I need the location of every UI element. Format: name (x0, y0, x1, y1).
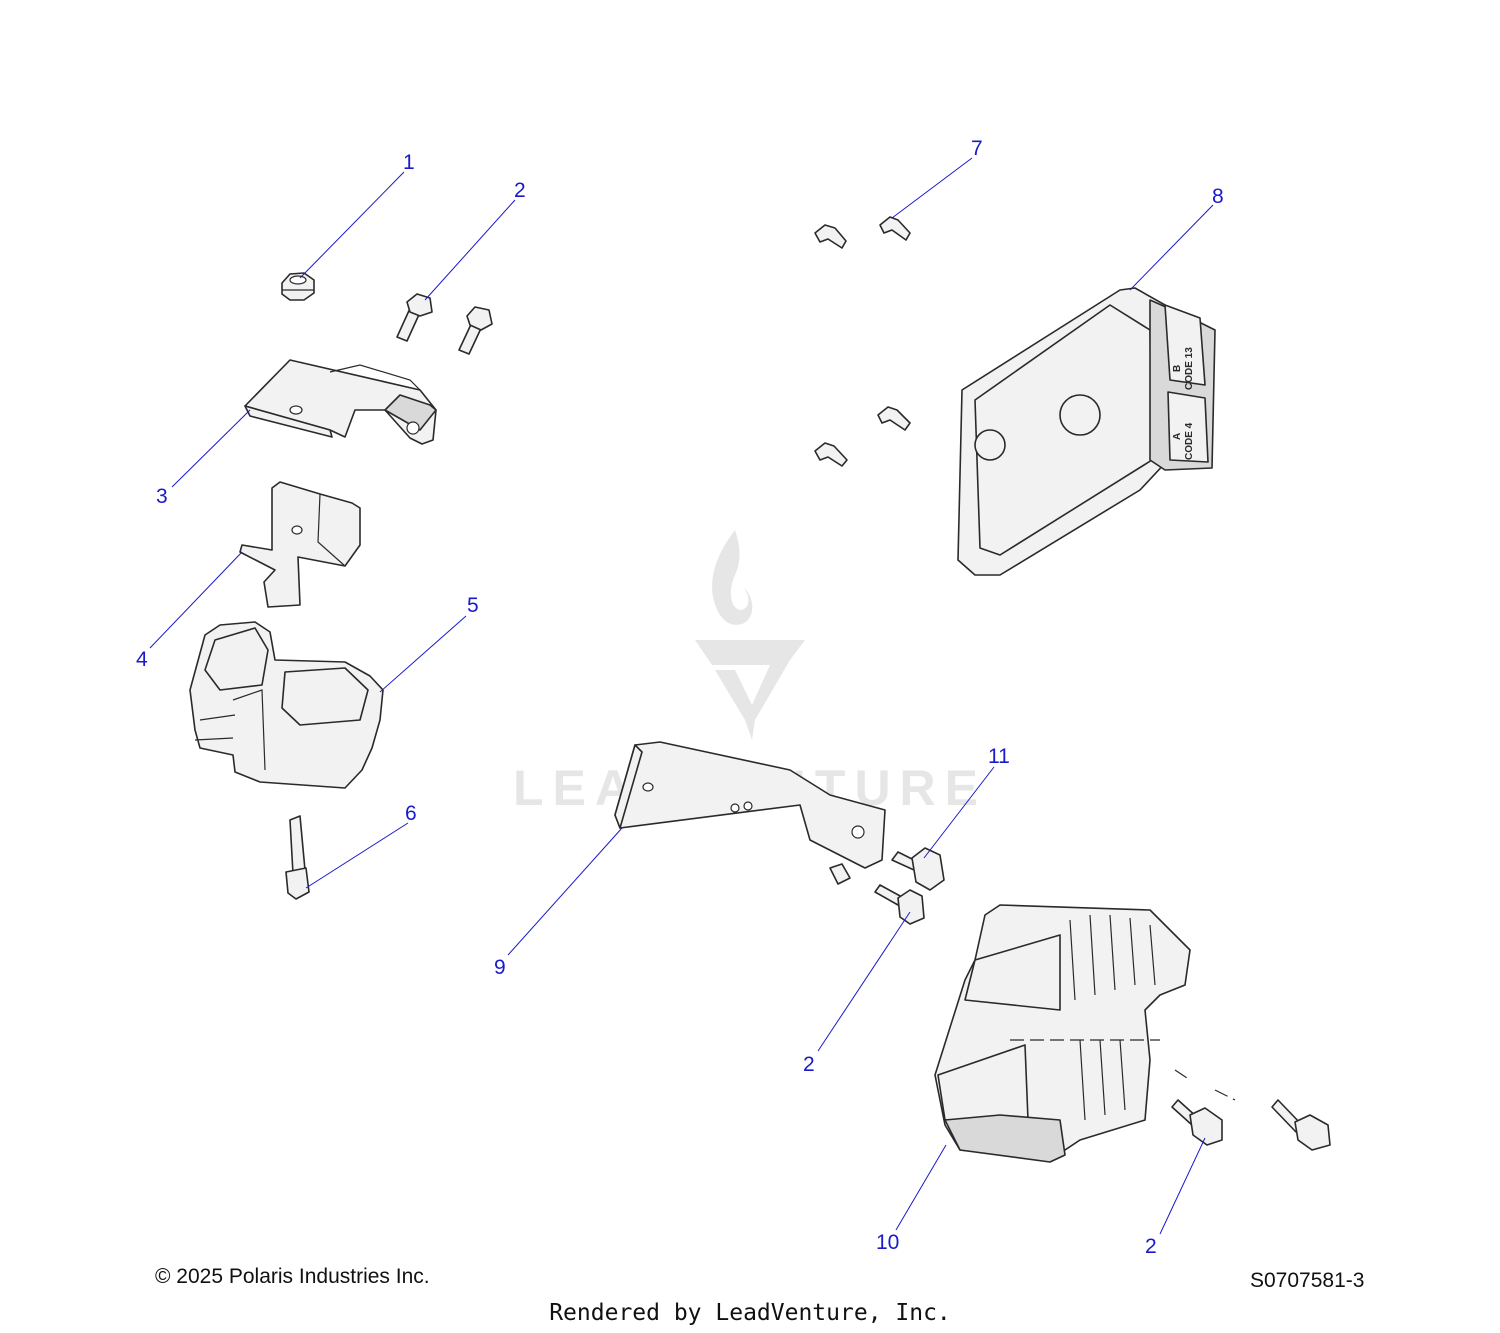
part-10-regulator[interactable] (934, 904, 1236, 1163)
callout-10[interactable]: 10 (876, 1231, 899, 1254)
callout-2-bottom[interactable]: 2 (1145, 1235, 1157, 1258)
ecu-connector-bottom-label: CODE 4 (1184, 422, 1195, 460)
callout-7[interactable]: 7 (971, 137, 983, 160)
part-7-screws[interactable] (814, 216, 911, 467)
diagram-code: S0707581-3 (1250, 1269, 1365, 1292)
part-4-isolator[interactable] (239, 481, 361, 608)
part-2-bolt-mid[interactable] (874, 884, 925, 925)
part-11-bolt[interactable] (891, 847, 945, 891)
callout-3[interactable]: 3 (156, 485, 168, 508)
copyright-text: © 2025 Polaris Industries Inc. (155, 1265, 430, 1288)
callout-9[interactable]: 9 (494, 956, 506, 979)
part-5-ignition-coil[interactable] (189, 621, 384, 789)
rendered-by-text: Rendered by LeadVenture, Inc. (549, 1300, 951, 1326)
callout-8[interactable]: 8 (1212, 185, 1224, 208)
part-6-bolt[interactable] (285, 815, 310, 900)
callout-2-mid[interactable]: 2 (803, 1053, 815, 1076)
part-1-nut[interactable] (281, 272, 315, 301)
ecu-connector-top-sub: B (1172, 365, 1183, 372)
callout-6[interactable]: 6 (405, 802, 417, 825)
part-8-ecu[interactable]: CODE 13 B CODE 4 A (957, 287, 1216, 576)
leader-lines (149, 157, 1214, 1235)
ecu-connector-bottom-sub: A (1172, 433, 1183, 440)
callouts: 1 2 3 4 5 6 7 8 9 11 2 10 2 (136, 137, 1224, 1258)
callout-2-top[interactable]: 2 (514, 179, 526, 202)
callout-4[interactable]: 4 (136, 648, 148, 671)
part-3-bracket[interactable] (244, 359, 437, 445)
ecu-connector-top-label: CODE 13 (1184, 347, 1195, 390)
callout-1[interactable]: 1 (403, 151, 415, 174)
callout-5[interactable]: 5 (467, 594, 479, 617)
part-9-bracket[interactable] (614, 741, 886, 885)
part-2-bolts-bottom[interactable] (1171, 1099, 1331, 1151)
callout-11[interactable]: 11 (988, 745, 1010, 768)
part-2-bolts-top[interactable] (396, 293, 493, 355)
